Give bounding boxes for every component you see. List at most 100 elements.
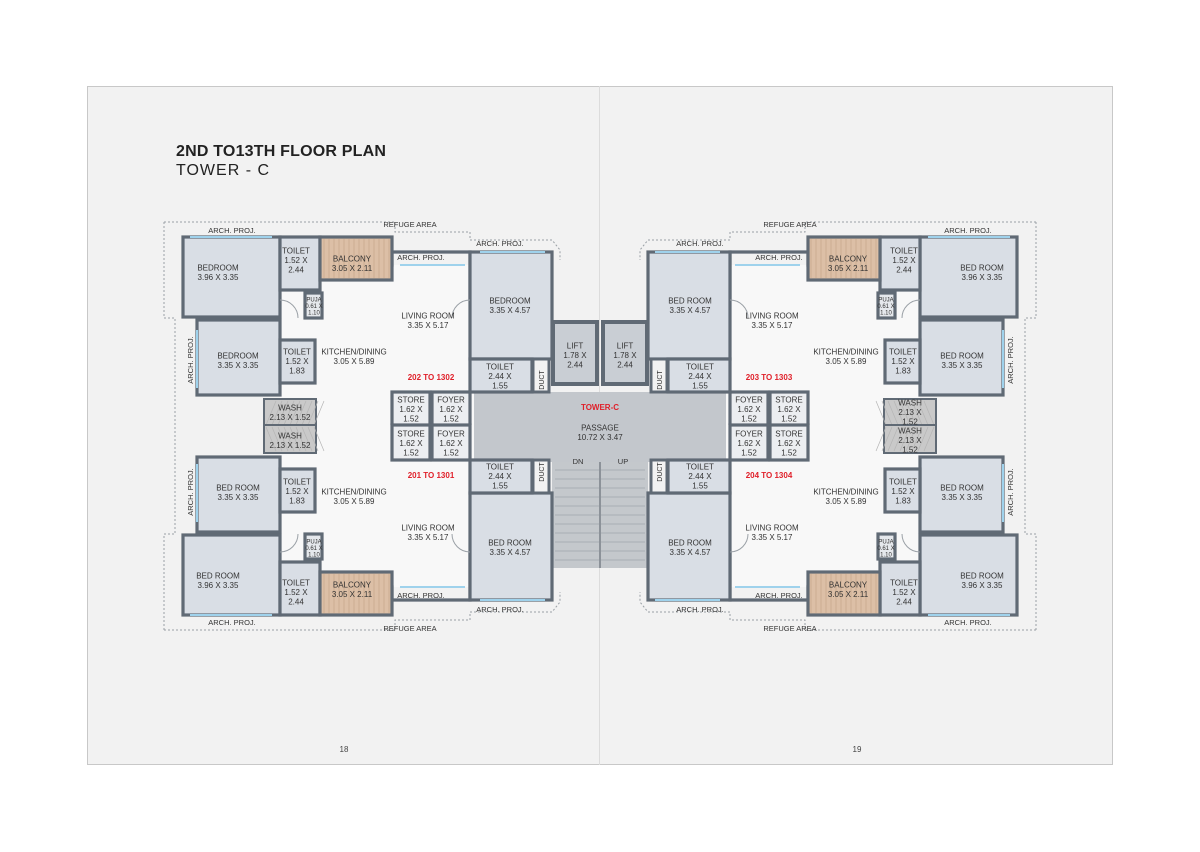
duct xyxy=(649,458,669,495)
wash-hatch xyxy=(923,400,935,426)
unit-number-label: 203 TO 1303 xyxy=(746,373,793,382)
arch-outline-side xyxy=(1024,222,1037,450)
arch-proj-label: ARCH. PROJ. xyxy=(397,253,445,262)
balcony xyxy=(318,570,394,617)
bedroom-1 xyxy=(181,235,282,319)
puja xyxy=(876,291,897,320)
toilet-2 xyxy=(278,467,317,514)
wash-hatch xyxy=(295,426,307,452)
passage-area xyxy=(472,392,726,462)
arch-proj-label: ARCH. PROJ. xyxy=(676,605,724,614)
balcony xyxy=(318,235,394,282)
wash-hatch xyxy=(307,426,319,452)
toilet-2 xyxy=(278,338,317,385)
door-swing xyxy=(279,299,299,319)
duct-label: DUCT xyxy=(657,370,664,390)
refuge-area-label: REFUGE AREA xyxy=(763,220,816,229)
wash-hatch xyxy=(313,426,325,452)
unit-number-label: 204 TO 1304 xyxy=(746,471,793,480)
duct-label: DUCT xyxy=(539,462,546,482)
wash-hatch xyxy=(277,426,289,452)
wash-hatch xyxy=(923,426,935,452)
puja xyxy=(303,532,324,561)
arch-outline xyxy=(164,221,561,260)
stair-up-label: UP xyxy=(618,457,628,466)
refuge-area-label: REFUGE AREA xyxy=(383,220,436,229)
page-number-right: 19 xyxy=(852,745,862,754)
door-swing xyxy=(901,299,921,319)
arch-outline xyxy=(639,221,1036,260)
wash-hatch xyxy=(271,426,283,452)
bedroom-1 xyxy=(918,533,1019,617)
store xyxy=(390,423,432,462)
wash-hatch xyxy=(905,426,917,452)
door-swing xyxy=(729,299,749,319)
balcony xyxy=(806,235,882,282)
wash-hatch xyxy=(289,426,301,452)
unit-0 xyxy=(163,221,561,450)
wash-hatch xyxy=(911,400,923,426)
door-swing xyxy=(279,533,299,553)
wash-hatch xyxy=(917,400,929,426)
toilet-3 xyxy=(666,458,732,495)
wash-hatch xyxy=(289,400,301,426)
arch-outline-side xyxy=(1024,402,1037,630)
arch-proj-label: ARCH. PROJ. xyxy=(476,239,524,248)
puja xyxy=(303,291,324,320)
wash-hatch xyxy=(277,400,289,426)
wash-hatch xyxy=(265,426,277,452)
duct xyxy=(531,357,551,394)
arch-proj-label: ARCH. PROJ. xyxy=(476,605,524,614)
arch-proj-label: ARCH. PROJ. xyxy=(208,618,256,627)
wash-hatch xyxy=(295,400,307,426)
wash-hatch xyxy=(905,400,917,426)
arch-proj-label: ARCH. PROJ. xyxy=(186,468,195,516)
arch-outline-side xyxy=(163,222,176,450)
wash-hatch xyxy=(265,400,277,426)
arch-proj-label: ARCH. PROJ. xyxy=(676,239,724,248)
arch-proj-label: ARCH. PROJ. xyxy=(944,226,992,235)
wash-hatch xyxy=(911,426,923,452)
wash-hatch xyxy=(899,400,911,426)
wash-hatch xyxy=(301,400,313,426)
unit-2 xyxy=(639,221,1037,450)
arch-proj-label: ARCH. PROJ. xyxy=(1006,468,1015,516)
page-subtitle: TOWER - C xyxy=(176,162,271,179)
unit-number-label: 201 TO 1301 xyxy=(408,471,455,480)
toilet-2 xyxy=(883,338,922,385)
wash-hatch xyxy=(917,426,929,452)
door-swing xyxy=(901,533,921,553)
